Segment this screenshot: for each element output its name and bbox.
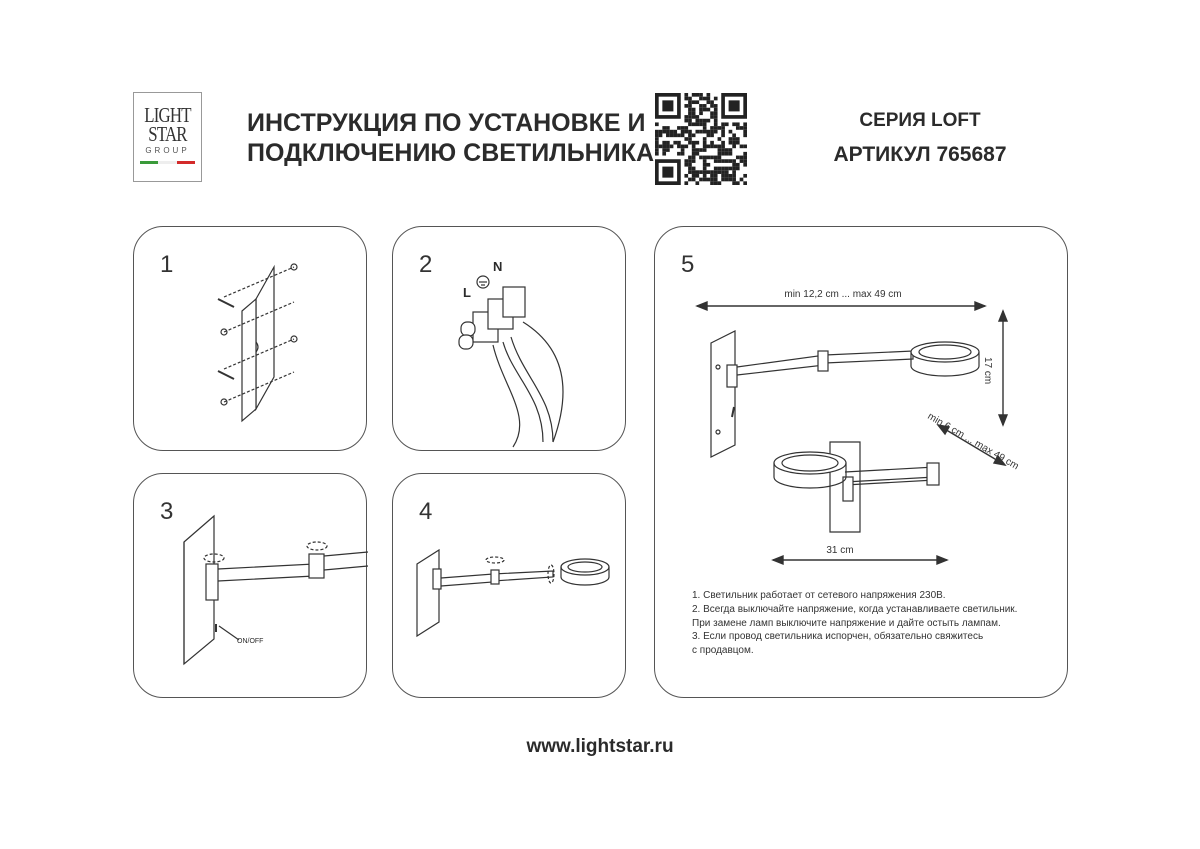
step-5-panel: 5 min 12,2 cm ... max 49 cm 17 cm min 6 … [654,226,1068,698]
note-line: При замене ламп выключите напряжение и д… [692,617,1001,629]
logo-text-group: GROUP [145,146,190,155]
article-number: АРТИКУЛ 765687 [833,143,1007,166]
logo-text-star: STAR [148,122,187,146]
width-dimension-label: min 12,2 cm ... max 49 cm [784,289,902,300]
arm-attachment-illustration [183,514,368,666]
step-number: 2 [419,251,433,278]
safety-notes: 1. Светильник работает от сетевого напря… [692,589,1017,658]
dimension-drawing [695,300,1009,566]
italian-flag-stripe [140,161,195,164]
step-1-panel: 1 [133,226,367,451]
logo-text-light: LIGHT [144,103,191,127]
terminal-block-wiring-illustration [458,275,564,448]
neutral-label: N [493,259,503,274]
step-number: 3 [160,498,174,525]
note-line: 2. Всегда выключайте напряжение, когда у… [692,603,1018,615]
note-line: 3. Если провод светильника испорчен, обя… [692,631,984,643]
step-number: 1 [160,251,174,278]
note-line: с продавцом. [692,645,754,657]
step-3-panel: 3 ON/OFF [133,473,368,698]
series-label: СЕРИЯ LOFT [859,110,981,131]
qr-code [655,93,747,185]
step-4-panel: 4 [392,473,626,698]
base-dimension-label: 31 cm [826,545,854,556]
step-number: 5 [681,251,695,278]
live-label: L [463,285,471,300]
ground-icon [476,275,490,289]
step-number: 4 [419,498,433,525]
page-title: ИНСТРУКЦИЯ ПО УСТАНОВКЕ И ПОДКЛЮЧЕНИЮ СВ… [247,108,654,168]
lightstar-logo: LIGHT STAR GROUP [133,92,202,182]
title-line-1: ИНСТРУКЦИЯ ПО УСТАНОВКЕ И [247,109,646,137]
on-off-label: ON/OFF [237,638,264,645]
lamp-head-attachment-illustration [416,548,610,638]
website-link[interactable]: www.lightstar.ru [526,736,674,757]
mounting-plate-screws-illustration [217,263,298,423]
title-line-2: ПОДКЛЮЧЕНИЮ СВЕТИЛЬНИКА [247,139,655,167]
note-line: 1. Светильник работает от сетевого напря… [692,590,946,601]
step-2-panel: 2 N L [392,226,626,451]
